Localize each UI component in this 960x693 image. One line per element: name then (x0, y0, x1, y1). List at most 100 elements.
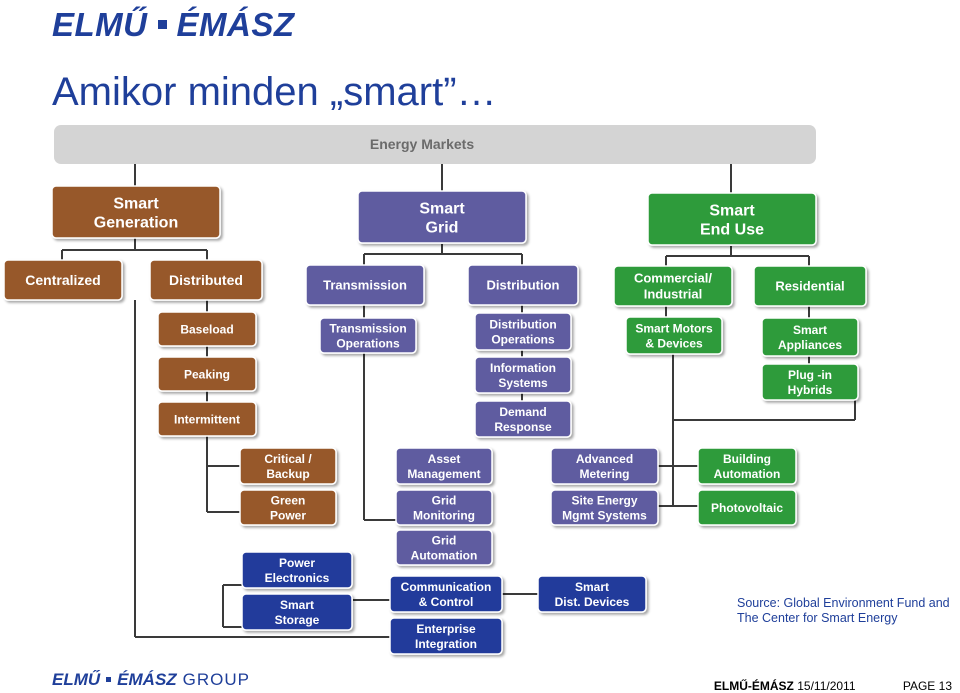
node-peaking: Peaking (157, 356, 257, 392)
footer-info: ELMŰ-ÉMÁSZ 15/11/2011 PAGE 13 (714, 679, 952, 693)
node-label: Smart Motors (635, 321, 713, 335)
node-label: Transmission (323, 278, 407, 293)
footer-page-number: PAGE 13 (902, 679, 952, 693)
node-label: Intermittent (174, 412, 240, 426)
node-label: & Control (419, 595, 474, 609)
node-label: Advanced (576, 452, 633, 466)
node-label: Management (407, 467, 480, 481)
node-centralized: Centralized (3, 259, 123, 301)
node-label: Industrial (644, 287, 703, 302)
node-label: Distribution (487, 278, 560, 293)
node-commercial-industrial: Commercial/Industrial (613, 265, 733, 307)
node-label: Distributed (169, 272, 243, 288)
node-label: Demand (499, 405, 546, 419)
logo-text-left: ELMŰ (52, 6, 148, 43)
energy-markets-label: Energy Markets (370, 136, 474, 152)
node-label: Asset (428, 452, 461, 466)
node-label: Smart (113, 195, 159, 212)
node-label: Electronics (265, 571, 330, 585)
node-label: Photovoltaic (711, 501, 783, 515)
footer-logo-square-icon (106, 676, 112, 682)
logo-square-icon (157, 19, 167, 29)
node-label: Generation (94, 214, 178, 231)
node-label: Communication (401, 580, 492, 594)
node-label: Metering (579, 467, 629, 481)
node-label: Hybrids (788, 383, 833, 397)
node-label: Smart (575, 580, 609, 594)
node-distributed: Distributed (149, 259, 263, 301)
node-label: Backup (266, 467, 309, 481)
company-logo: ELMŰ ÉMÁSZ (52, 6, 295, 44)
node-label: Automation (411, 548, 478, 562)
node-label: Enterprise (416, 622, 476, 636)
footer-brand: ELMŰ-ÉMÁSZ (713, 679, 794, 693)
energy-markets-bar: Energy Markets (54, 125, 816, 164)
source-note: Source: Global Environment Fund and The … (737, 596, 950, 626)
node-label: Smart (280, 598, 314, 612)
footer-date: 15/11/2011 (797, 679, 856, 693)
node-label: Smart (419, 200, 465, 217)
node-label: Mgmt Systems (562, 508, 647, 522)
source-line-2: The Center for Smart Energy (737, 611, 898, 625)
node-label: Centralized (25, 272, 100, 288)
node-critical-backup: Critical /Backup (239, 447, 337, 485)
node-label: Commercial/ (634, 271, 712, 286)
node-label: Peaking (184, 367, 230, 381)
node-label: Response (494, 420, 552, 434)
footer-logo-group: GROUP (182, 670, 251, 689)
node-label: Dist. Devices (555, 595, 630, 609)
node-smart-motors: Smart Motors& Devices (625, 316, 723, 355)
node-label: Baseload (180, 322, 233, 336)
node-residential: Residential (753, 265, 867, 307)
source-line-1: Source: Global Environment Fund and (737, 596, 950, 610)
node-baseload: Baseload (157, 311, 257, 347)
node-label: Plug -in (788, 368, 832, 382)
node-label: Power (270, 508, 306, 522)
node-distribution: Distribution (467, 264, 579, 306)
node-label: Smart (793, 323, 827, 337)
node-label: Site Energy (571, 493, 637, 507)
node-label: Distribution (489, 317, 556, 331)
footer-logo-right: ÉMÁSZ (117, 670, 177, 689)
page-title: Amikor minden „smart”… (52, 70, 497, 114)
node-label: Operations (491, 332, 555, 346)
node-label: Operations (336, 336, 400, 350)
node-transmission: Transmission (305, 264, 425, 306)
node-label: Green (271, 493, 306, 507)
node-label: Residential (775, 279, 844, 294)
node-label: Transmission (329, 321, 406, 335)
node-label: Grid (426, 219, 459, 236)
node-label: Systems (498, 376, 548, 390)
node-label: Appliances (778, 338, 842, 352)
node-label: Monitoring (413, 508, 475, 522)
node-label: Information (490, 361, 556, 375)
logo-text-right: ÉMÁSZ (176, 6, 295, 43)
node-label: Automation (714, 467, 781, 481)
node-label: Building (723, 452, 771, 466)
node-photovoltaic: Photovoltaic (697, 489, 797, 526)
node-label: Integration (415, 637, 477, 651)
node-label: & Devices (645, 336, 703, 350)
node-label: Storage (275, 613, 320, 627)
node-label: Grid (432, 533, 457, 547)
